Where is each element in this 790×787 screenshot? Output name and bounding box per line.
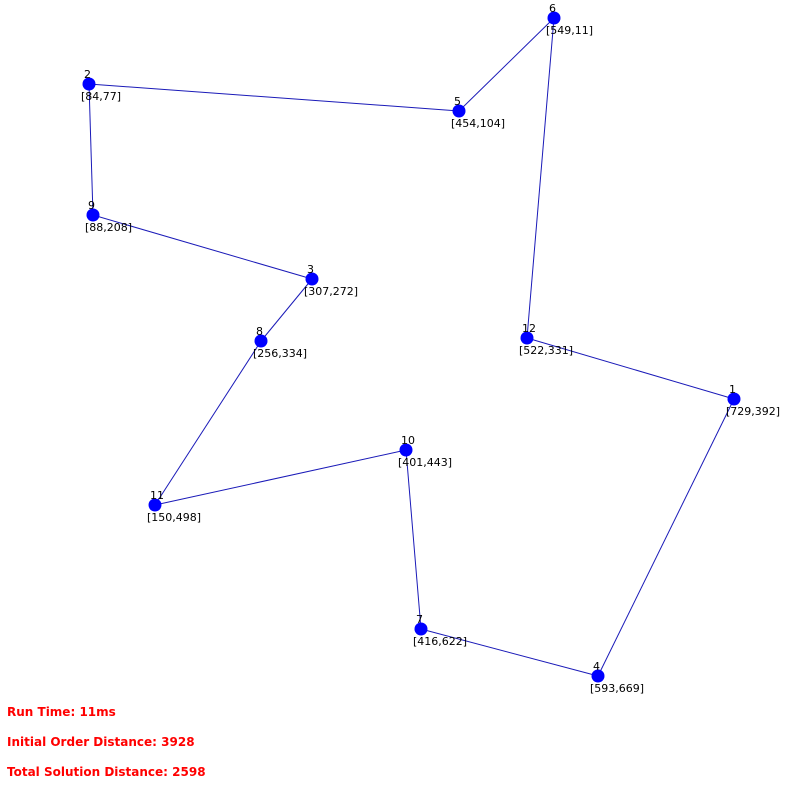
city-coord-label-4: [593,669] — [590, 682, 644, 695]
city-id-label-12: 12 — [522, 322, 536, 335]
tour-edge-8-11 — [154, 340, 262, 506]
city-coord-label-1: [729,392] — [726, 405, 780, 418]
tour-edge-3-8 — [260, 278, 313, 342]
tour-edge-12-6 — [526, 17, 555, 339]
city-node-10: 10 [401,443] — [398, 434, 452, 469]
city-id-label-10: 10 — [401, 434, 415, 447]
city-dot-5 — [452, 104, 466, 118]
city-node-4: 4 [593,669] — [590, 660, 644, 695]
run-time-value: 11ms — [79, 705, 116, 719]
city-id-label-1: 1 — [729, 383, 736, 396]
city-dot-10 — [399, 443, 413, 457]
tour-edge-2-9 — [88, 83, 94, 216]
run-time-label: Run Time: — [7, 705, 76, 719]
city-coord-label-3: [307,272] — [304, 285, 358, 298]
city-node-5: 5 [454,104] — [451, 95, 505, 130]
city-id-label-2: 2 — [84, 68, 91, 81]
city-node-9: 9 [88,208] — [85, 199, 132, 234]
city-coord-label-11: [150,498] — [147, 511, 201, 524]
tour-nodes: 1 [729,392] 2 [84,77] 3 [307,272] 4 [593,669] 5 [… — [81, 2, 780, 695]
city-node-2: 2 [84,77] — [81, 68, 121, 103]
city-coord-label-10: [401,443] — [398, 456, 452, 469]
initial-distance-stat: Initial Order Distance: 3928 — [7, 734, 206, 764]
city-id-label-5: 5 — [454, 95, 461, 108]
city-dot-8 — [254, 334, 268, 348]
city-node-6: 6 [549,11] — [546, 2, 593, 37]
total-distance-label: Total Solution Distance: — [7, 765, 168, 779]
tour-edges — [88, 17, 735, 677]
run-time-stat: Run Time: 11ms — [7, 704, 206, 734]
initial-distance-label: Initial Order Distance: — [7, 735, 157, 749]
city-node-12: 12 [522,331] — [519, 322, 573, 357]
tour-edge-4-1 — [597, 398, 735, 677]
city-coord-label-2: [84,77] — [81, 90, 121, 103]
tour-edge-1-12 — [526, 337, 735, 400]
city-coord-label-12: [522,331] — [519, 344, 573, 357]
tour-edge-11-10 — [154, 449, 407, 506]
city-id-label-3: 3 — [307, 263, 314, 276]
tour-edge-9-3 — [92, 214, 313, 280]
city-dot-1 — [727, 392, 741, 406]
city-id-label-7: 7 — [416, 613, 423, 626]
city-node-3: 3 [307,272] — [304, 263, 358, 298]
tour-diagram: 1 [729,392] 2 [84,77] 3 [307,272] 4 [593,669] 5 [… — [81, 2, 780, 695]
city-dot-6 — [547, 11, 561, 25]
city-dot-4 — [591, 669, 605, 683]
tour-edge-5-2 — [88, 83, 460, 112]
city-dot-7 — [414, 622, 428, 636]
city-dot-3 — [305, 272, 319, 286]
city-coord-label-6: [549,11] — [546, 24, 593, 37]
tour-edge-7-4 — [420, 628, 599, 677]
city-dot-9 — [86, 208, 100, 222]
city-node-11: 11 [150,498] — [147, 489, 201, 524]
initial-distance-value: 3928 — [161, 735, 195, 749]
stats-panel: Run Time: 11ms Initial Order Distance: 3… — [7, 704, 206, 787]
tour-edge-6-5 — [458, 17, 555, 112]
city-id-label-6: 6 — [549, 2, 556, 15]
city-id-label-9: 9 — [88, 199, 95, 212]
city-node-7: 7 [416,622] — [413, 613, 467, 648]
city-coord-label-8: [256,334] — [253, 347, 307, 360]
tour-edge-10-7 — [405, 449, 422, 630]
city-id-label-11: 11 — [150, 489, 164, 502]
city-dot-11 — [148, 498, 162, 512]
city-node-8: 8 [256,334] — [253, 325, 307, 360]
city-id-label-4: 4 — [593, 660, 600, 673]
city-dot-2 — [82, 77, 96, 91]
city-coord-label-5: [454,104] — [451, 117, 505, 130]
city-id-label-8: 8 — [256, 325, 263, 338]
total-distance-stat: Total Solution Distance: 2598 — [7, 764, 206, 787]
total-distance-value: 2598 — [172, 765, 206, 779]
city-dot-12 — [520, 331, 534, 345]
city-node-1: 1 [729,392] — [726, 383, 780, 418]
city-coord-label-7: [416,622] — [413, 635, 467, 648]
city-coord-label-9: [88,208] — [85, 221, 132, 234]
